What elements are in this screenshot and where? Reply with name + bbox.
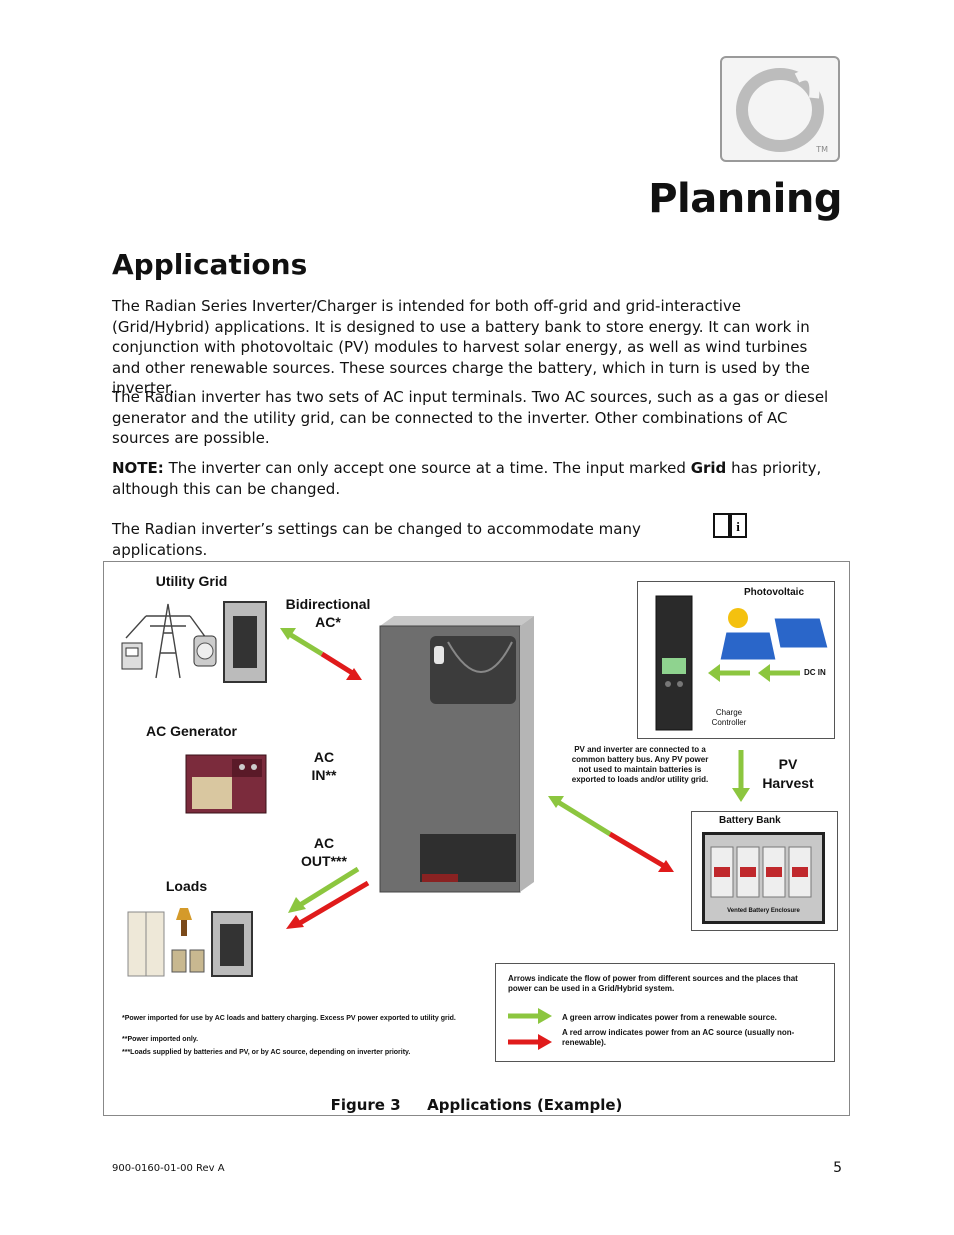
bidirectional-arrow [280,628,362,680]
note-paragraph: NOTE: The inverter can only accept one s… [112,458,832,499]
bidirectional-label: Bidirectional AC* [272,595,384,631]
ac-in-label: AC IN** [299,748,349,784]
svg-text:i: i [736,519,740,534]
generator-icon [185,754,267,814]
utility-grid-label: Utility Grid [155,573,228,589]
battery-bank-label: Battery Bank [719,815,781,826]
note-grid-term: Grid [690,459,727,477]
note-label: NOTE: [112,459,164,477]
logo-swirl-icon [736,68,824,152]
pv-harvest-line-1: PV [778,756,798,772]
paragraph-intro: The Radian Series Inverter/Charger is in… [112,297,810,397]
charge-controller-line-1: Charge [715,708,743,717]
paragraph-settings: The Radian inverter’s settings can be ch… [112,520,641,559]
battery-enclosure: Vented Battery Enclosure [702,832,825,924]
charge-controller-line-2: Controller [711,718,747,727]
utility-grid-icon [121,601,267,683]
radian-inverter-icon [379,616,534,893]
loads-icon [127,908,253,977]
pv-harvest-line-2: Harvest [762,775,814,791]
pv-note-line-3: not used to maintain batteries is [578,765,702,774]
caption-number: Figure 3 [330,1096,401,1114]
pv-note-line-2: common battery bus. Any PV power [571,755,709,764]
footnote-3: ***Loads supplied by batteries and PV, o… [122,1049,411,1056]
pv-harvest-arrow [732,750,750,802]
battery-bank-box: Battery Bank Vented Battery Enclosure [691,811,838,931]
book-info-icon: i [713,513,747,538]
ac-out-line-1: AC [313,835,335,851]
footnote-1: *Power imported for use by AC loads and … [122,1015,456,1022]
trademark-mark: TM [816,145,828,154]
dc-in-label: DC IN [804,668,826,677]
footnote-2: **Power imported only. [122,1036,199,1043]
paragraph-ac-inputs: The Radian inverter has two sets of AC i… [112,388,829,447]
pv-note: PV and inverter are connected to a commo… [552,745,728,785]
pv-harvest-label: PV Harvest [752,755,824,793]
legend-green-text: A green arrow indicates power from a ren… [562,1013,777,1022]
ac-out-line-2: OUT*** [301,853,347,869]
pv-note-line-4: exported to loads and/or utility grid. [571,775,709,784]
charge-controller-label: Charge Controller [706,708,752,728]
document-number: 900-0160-01-00 Rev A [112,1163,225,1174]
dc-in-arrows [708,664,800,682]
loads-label: Loads [165,878,208,894]
bidirectional-line-2: AC* [315,614,341,630]
ac-in-line-1: AC [313,749,335,765]
ac-out-label: AC OUT*** [289,834,359,870]
solar-panels-icon [719,608,829,661]
legend-box: Arrows indicate the flow of power from d… [495,963,835,1062]
photovoltaic-box: Photovoltaic DC IN Charge Controller [637,581,835,739]
figure-caption: Figure 3 Applications (Example) [104,1096,849,1114]
ac-out-arrows [286,866,370,929]
section-title: Applications [112,248,308,281]
bidirectional-line-1: Bidirectional [285,596,371,612]
note-text-a: The inverter can only accept one source … [168,459,686,477]
batteries-icon [710,846,812,898]
photovoltaic-label: Photovoltaic [744,587,805,598]
charge-controller-icon [655,595,693,731]
vented-enclosure-label: Vented Battery Enclosure [727,908,800,914]
pv-note-line-1: PV and inverter are connected to a [574,745,706,754]
legend-red-arrow [508,1034,552,1050]
inverter-battery-arrow [548,796,674,872]
ac-in-line-2: IN** [311,767,337,783]
legend-red-text: A red arrow indicates power from an AC s… [562,1028,795,1047]
legend-intro: Arrows indicate the flow of power from d… [508,974,798,993]
note-text-b: has priority, although this can be chang… [112,459,822,498]
company-logo: TM [720,56,840,162]
page-title: Planning [648,176,842,222]
applications-figure: Utility Grid Bidirectional AC* AC Genera… [103,561,850,1116]
legend-green-arrow [508,1008,552,1024]
ac-generator-label: AC Generator [145,723,238,739]
page-number: 5 [833,1160,842,1176]
caption-text: Applications (Example) [427,1096,623,1114]
